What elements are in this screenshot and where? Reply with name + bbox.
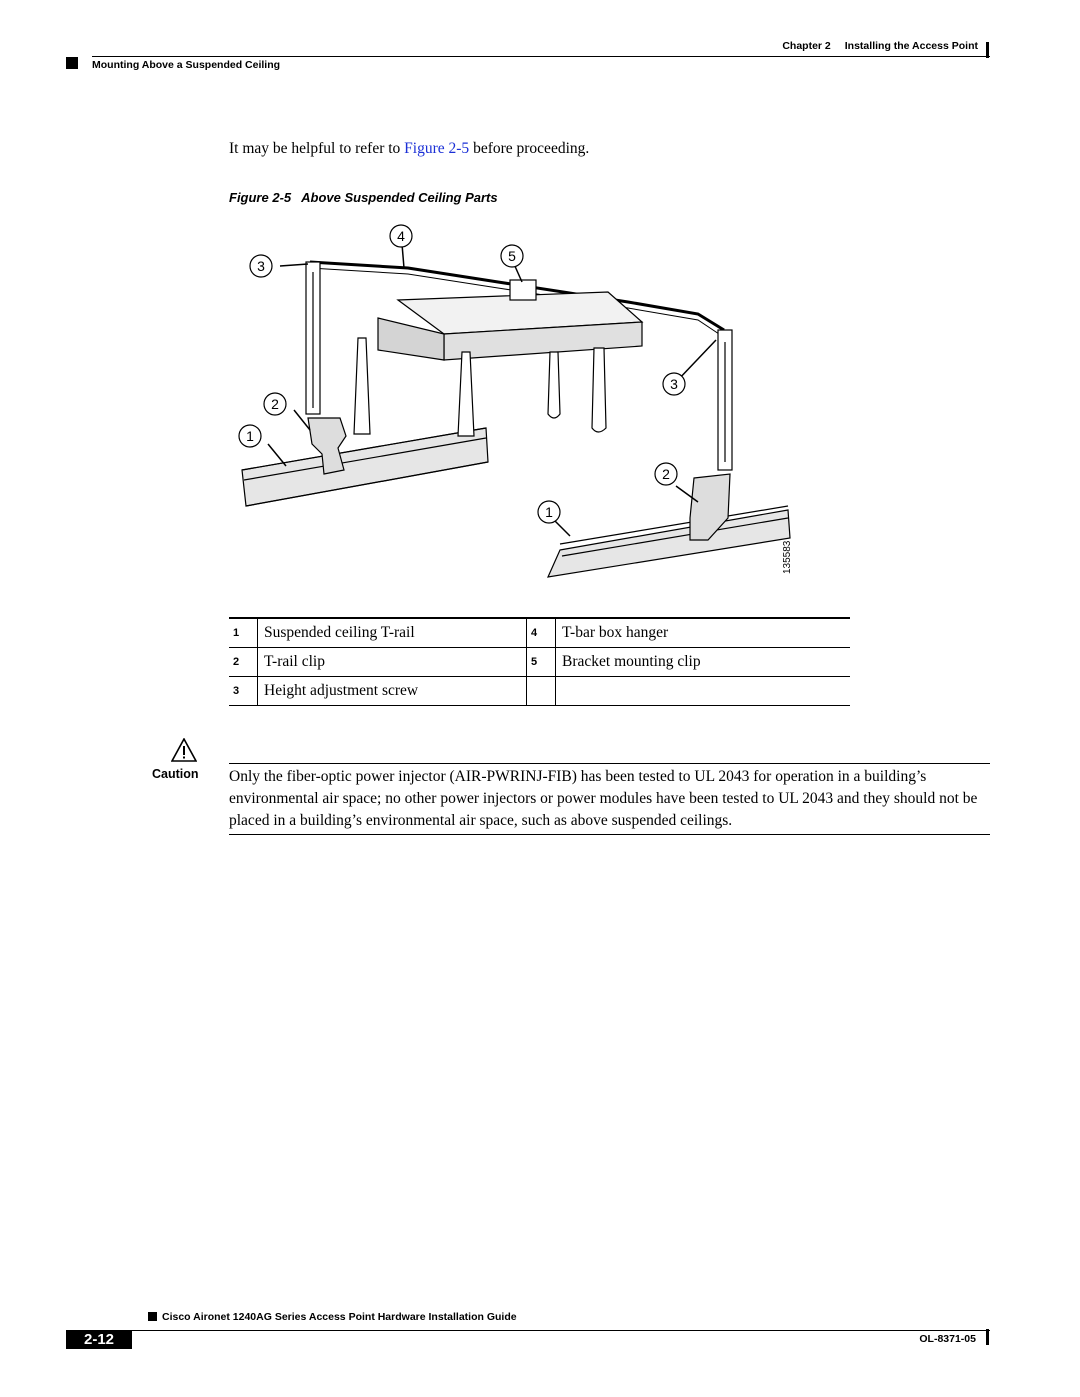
header-rule — [92, 56, 990, 57]
right-t-rail — [547, 509, 791, 578]
header-block-marker — [66, 57, 78, 69]
callout-1-left-label: 1 — [246, 428, 254, 444]
footer-doc-number: OL-8371-05 — [919, 1333, 976, 1345]
callout-5-label: 5 — [508, 248, 516, 264]
header-chapter-number: Chapter 2 — [782, 40, 831, 52]
legend-number: 3 — [229, 676, 258, 706]
figure-label: Figure 2-5 — [229, 190, 292, 205]
legend-number: 1 — [229, 618, 258, 648]
footer-guide-title: Cisco Aironet 1240AG Series Access Point… — [162, 1311, 517, 1323]
footer-rule — [66, 1330, 990, 1331]
art-number: 135583 — [782, 540, 793, 574]
callout-2-right — [654, 462, 678, 486]
callout-1-right — [537, 500, 561, 524]
legend-text: T-bar box hanger — [562, 624, 669, 641]
legend-row: 1 Suspended ceiling T-rail 4 T-bar box h… — [229, 618, 850, 648]
page-number: 2-12 — [66, 1330, 132, 1349]
figure-title: Above Suspended Ceiling Parts — [301, 190, 498, 205]
intro-paragraph: It may be helpful to refer to Figure 2-5… — [229, 140, 589, 158]
callout-3-right — [662, 372, 686, 396]
ceiling-mount-illustration: 3 4 5 2 1 3 2 1 135583 — [238, 224, 793, 578]
callout-4 — [389, 224, 413, 248]
caution-text: Only the fiber-optic power injector (AIR… — [229, 768, 978, 829]
caution-top-rule — [229, 763, 990, 764]
legend-number: 5 — [526, 647, 556, 677]
callout-1-left — [238, 424, 262, 448]
legend-number — [526, 676, 556, 706]
callout-1-right-label: 1 — [545, 504, 553, 520]
footer-block-marker — [148, 1312, 157, 1321]
figure-caption: Figure 2-5 Above Suspended Ceiling Parts — [229, 190, 498, 205]
callout-3-right-label: 3 — [670, 376, 678, 392]
callout-2-left — [263, 392, 287, 416]
callout-2-right-label: 2 — [662, 466, 670, 482]
callout-4-label: 4 — [397, 228, 405, 244]
legend-text: T-rail clip — [257, 647, 527, 677]
intro-text-after: before proceeding. — [469, 140, 590, 157]
legend-row: 3 Height adjustment screw — [229, 676, 851, 706]
caution-icon — [171, 738, 197, 762]
figure-link[interactable]: Figure 2-5 — [404, 140, 470, 157]
legend-text — [556, 677, 851, 706]
legend-number: 4 — [526, 618, 556, 648]
intro-text-before: It may be helpful to refer to — [229, 140, 405, 157]
legend-number: 2 — [229, 647, 258, 677]
legend-text: Suspended ceiling T-rail — [257, 618, 527, 648]
caution-label: Caution — [152, 767, 199, 781]
legend-row: 2 T-rail clip 5 Bracket mounting clip — [229, 647, 850, 677]
header-section-title: Mounting Above a Suspended Ceiling — [92, 59, 281, 71]
header-chapter: Chapter 2 Installing the Access Point — [782, 40, 978, 52]
callout-2-left-label: 2 — [271, 396, 279, 412]
callout-3-left-label: 3 — [257, 258, 265, 274]
callout-5 — [500, 244, 524, 268]
callout-3-left — [249, 254, 273, 278]
header-chapter-title: Installing the Access Point — [844, 40, 978, 52]
footer-bar-marker — [986, 1329, 989, 1345]
left-t-rail — [241, 427, 489, 507]
caution-bottom-rule — [229, 834, 990, 835]
legend-text: Height adjustment screw — [257, 676, 527, 706]
figure-legend-table: 1 Suspended ceiling T-rail 4 T-bar box h… — [229, 617, 850, 706]
legend-text: Bracket mounting clip — [562, 653, 701, 670]
header-bar-marker — [986, 42, 989, 58]
